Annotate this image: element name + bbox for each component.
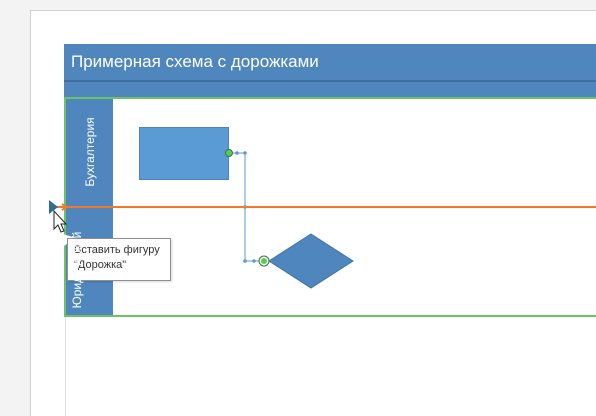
arrow-cursor-icon — [53, 209, 68, 233]
tooltip-line-2: "Дорожка" — [74, 259, 127, 271]
connector-vertex-handle[interactable] — [243, 259, 247, 263]
connector-vertex-handle[interactable] — [252, 259, 256, 263]
tooltip-line-1: Вставить фигуру — [74, 244, 160, 256]
insert-lane-line — [56, 206, 596, 208]
triangle-right-icon[interactable] — [49, 200, 58, 214]
connector-vertex-handle[interactable] — [243, 151, 247, 155]
page-guide-line — [65, 316, 66, 416]
decision-diamond-shape[interactable] — [268, 233, 354, 289]
connector-vertex-handle[interactable] — [235, 151, 239, 155]
pool-phase-strip[interactable] — [64, 82, 596, 98]
pool-title[interactable]: Примерная схема с дорожками — [71, 52, 319, 71]
chevron-right-icon — [61, 203, 69, 211]
lane-label-legal[interactable]: Юридический — [70, 231, 84, 309]
pool-title-bar[interactable]: Примерная схема с дорожками — [64, 44, 596, 82]
cursor-drag-shadow — [56, 232, 76, 246]
connector-end-handle[interactable] — [261, 258, 267, 264]
connector-start-handle[interactable] — [225, 149, 233, 157]
insert-lane-tooltip: Вставить фигуру "Дорожка" — [67, 238, 171, 281]
